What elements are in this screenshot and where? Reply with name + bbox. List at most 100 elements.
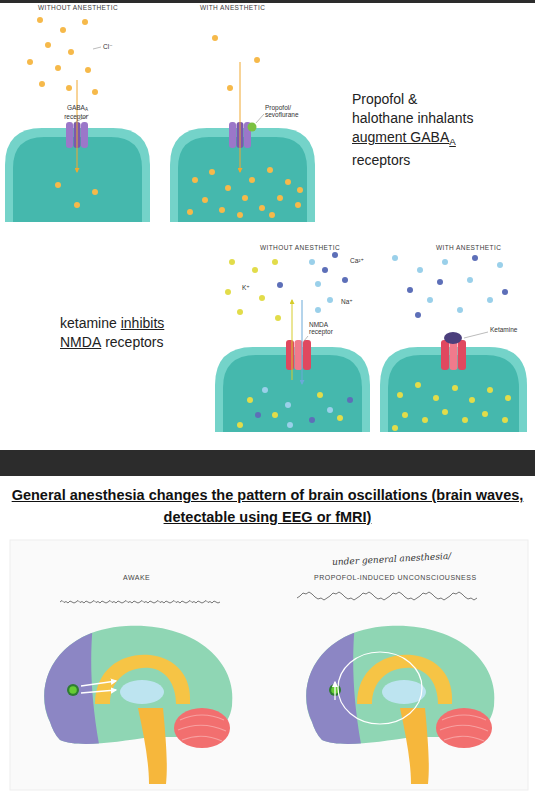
nmda-illustration-part-part (467, 277, 473, 283)
nmda-illustration-part-part (422, 417, 428, 423)
nmda-illustration-part-part (309, 417, 315, 423)
statement-text-text: receptors (105, 333, 163, 352)
signal-arrow (81, 681, 116, 686)
brain-drawing-part (20, 600, 102, 760)
panel-caption: WITH ANESTHETIC (436, 244, 501, 251)
gaba-illustration-part-part (277, 195, 283, 201)
gaba-illustration-part-part (227, 85, 233, 91)
ion-label: K⁺ (242, 284, 250, 291)
gaba-illustration-part-part (269, 212, 275, 218)
brain-drawing-part (138, 708, 167, 784)
nmda-illustration-part-part (287, 422, 293, 428)
nmda-illustration-part-part (309, 259, 315, 265)
gaba-illustration (5, 17, 315, 222)
nmda-illustration-part-part (252, 267, 258, 273)
statement-text: ketamineinhibitsNMDAreceptors (60, 314, 164, 352)
nmda-illustration-part (458, 340, 466, 370)
gaba-illustration-part-part (219, 207, 225, 213)
nmda-illustration-part-part (392, 255, 398, 261)
nmda-illustration-part-part (322, 267, 328, 273)
drug-label: Ketamine (490, 326, 517, 333)
statement-text-text: ketamine (60, 314, 117, 333)
eeg-trace-awake (60, 601, 220, 604)
nmda-illustration-part-part (487, 387, 493, 393)
nmda-illustration-part-part (442, 259, 448, 265)
statement-text-text: A (449, 132, 456, 151)
gaba-illustration-part-part (187, 209, 193, 215)
gaba-illustration-part-part (39, 81, 45, 87)
panel-caption: WITHOUT ANESTHETIC (38, 4, 118, 11)
nmda-illustration-part-part (415, 312, 421, 318)
ion-label: Ca²⁺ (350, 257, 364, 264)
nmda-illustration-part-part (437, 279, 443, 285)
nmda-illustration-part (441, 340, 449, 370)
gaba-illustration-part-part (254, 57, 260, 63)
gaba-illustration-part-part (74, 202, 80, 208)
drug-label-text: Propofol/ sevoflurane (265, 104, 307, 119)
statement-text-text: receptors (352, 151, 410, 170)
statement-text-text: Propofol & halothane inhalants (352, 90, 478, 128)
receptor-label: GABAAreceptor (46, 104, 88, 120)
nmda-illustration-part (450, 340, 458, 370)
brain-drawing-part (178, 715, 226, 741)
gaba-illustration-part (27, 17, 303, 218)
panel-caption-text: WITHOUT ANESTHETIC (260, 244, 340, 251)
brain-drawing-part (95, 655, 190, 704)
nmda-illustration-part-part (255, 412, 261, 418)
nmda-illustration-part (444, 332, 462, 344)
gaba-illustration-part (93, 47, 101, 49)
nmda-illustration-part-part (427, 297, 433, 303)
brain-drawing-part (69, 686, 77, 694)
nmda-illustration-part-part (457, 307, 463, 313)
drug-label: Propofol/ sevoflurane (265, 104, 307, 119)
gaba-illustration-part-part (202, 197, 208, 203)
nmda-illustration-part (303, 340, 311, 370)
nmda-illustration-part-part (402, 412, 408, 418)
oscillation-loop (338, 652, 422, 724)
gaba-illustration-part-part (225, 185, 231, 191)
gaba-illustration-part-part (85, 67, 91, 73)
nmda-illustration-part-part (407, 287, 413, 293)
panel-caption: WITH ANESTHETIC (200, 4, 265, 11)
signal-arrow (81, 690, 116, 693)
nmda-illustration-part (225, 259, 511, 431)
gaba-illustration-part-part (37, 17, 43, 23)
nmda-illustration-part (295, 340, 303, 370)
gaba-illustration-part (229, 122, 236, 148)
eeg-trace-propofol (297, 592, 477, 600)
nmda-illustration-part-part (487, 297, 493, 303)
nmda-illustration-part-part (262, 387, 268, 393)
nmda-illustration-part (286, 340, 294, 370)
gaba-illustration-part (240, 62, 241, 172)
nmda-illustration-part-part (225, 289, 231, 295)
nmda-illustration-part-part (415, 382, 421, 388)
nmda-illustration-part (464, 332, 488, 338)
gaba-illustration-part-part (60, 27, 66, 33)
gaba-illustration-part (256, 114, 264, 123)
signal-arrow (334, 682, 335, 700)
nmda-illustration-part (255, 252, 508, 423)
gaba-illustration-part-part (192, 177, 198, 183)
nmda-illustration (215, 252, 527, 432)
brain-drawing-part (67, 684, 79, 696)
top-rule (0, 0, 535, 3)
nmda-illustration-part-part (497, 262, 503, 268)
gaba-illustration-part-part (249, 177, 255, 183)
nmda-illustration-part-part (417, 267, 423, 273)
gaba-illustration-part-part (66, 85, 72, 91)
nmda-illustration-part-part (392, 425, 398, 431)
ion-label-text: Na⁺ (341, 298, 353, 305)
nmda-illustration-part-part (259, 295, 265, 301)
gaba-illustration-part-part (295, 202, 301, 208)
nmda-illustration-part-part (342, 277, 348, 283)
brain-drawing-part (120, 680, 164, 704)
nmda-illustration-part-part (347, 397, 353, 403)
panel-caption: WITHOUT ANESTHETIC (260, 244, 340, 251)
nmda-illustration-part-part (397, 392, 403, 398)
statement-text-text: inhibits (121, 314, 165, 333)
nmda-illustration-part (292, 300, 293, 380)
nmda-illustration-part-part (247, 397, 253, 403)
nmda-illustration-part-part (502, 289, 508, 295)
nmda-illustration-part (304, 336, 308, 341)
